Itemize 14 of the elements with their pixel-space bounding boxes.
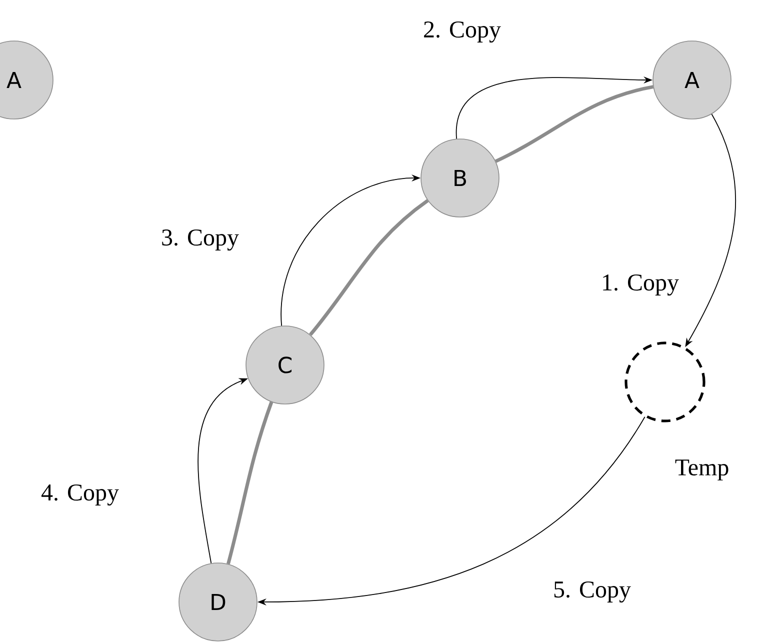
dashed-circle xyxy=(624,342,706,422)
edge-label: 2. Copy xyxy=(424,21,501,43)
sphere: A xyxy=(652,40,732,120)
connector-line xyxy=(308,199,429,336)
connector-line xyxy=(226,401,274,564)
connector-line xyxy=(494,85,654,163)
edge-label: 3. Copy xyxy=(162,229,239,251)
node-caption: Temp xyxy=(675,460,728,480)
edge-label: 1. Copy xyxy=(603,274,679,296)
sphere: C xyxy=(246,326,324,404)
sphere: D xyxy=(178,562,258,642)
edge-label: 4. Copy xyxy=(41,484,119,506)
edge-label: 5. Copy xyxy=(554,581,631,603)
sphere: B xyxy=(420,138,500,218)
